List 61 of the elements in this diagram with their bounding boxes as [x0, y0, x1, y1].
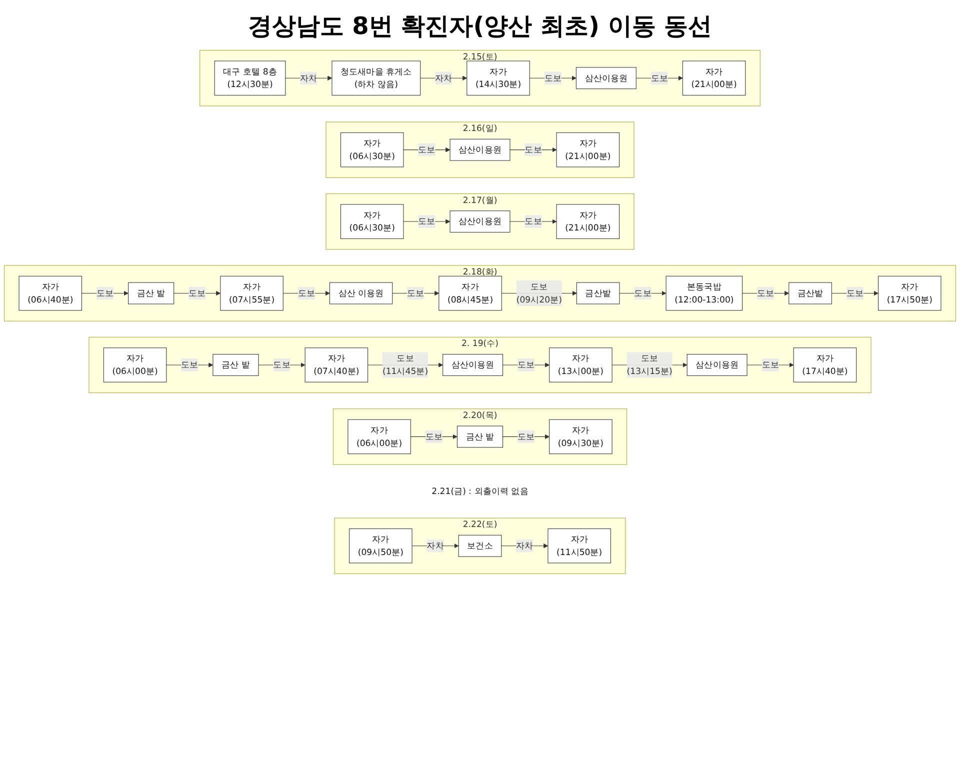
edge-label: 도보 [544, 72, 562, 83]
node-box: 자가 (06시40분) [18, 276, 82, 311]
diagram-title: 경상남도 8번 확진자(양산 최초) 이동 동선 [246, 11, 714, 42]
edge-label: 도보 [524, 144, 542, 155]
node-box: 삼산이용원 [576, 67, 636, 90]
node-box: 자가 (13시00분) [549, 348, 612, 382]
node-box: 금산밭 [576, 282, 620, 304]
edge-label: 도보 [273, 360, 290, 370]
node-box: 자가 (11시50분) [548, 528, 611, 564]
node-box: 자가 (21시00분) [682, 60, 746, 96]
edge-label: 도보 (09시20분) [516, 281, 562, 304]
edge-label: 도보 [846, 288, 864, 298]
edge-label: 도보 [181, 360, 198, 370]
node-box: 자가 (14시30분) [466, 60, 530, 96]
edge-label: 도보 [517, 431, 535, 442]
node-box: 삼산이용원 [442, 354, 504, 376]
node-box: 삼산이용원 [450, 138, 510, 161]
node-box: 금산밭 [788, 282, 832, 304]
node-box: 금산 밭 [128, 282, 174, 304]
node-box: 자가 (06시00분) [348, 419, 411, 454]
edge-label: 도보 (11시45분) [382, 353, 428, 376]
edge-label: 도보 [418, 144, 436, 155]
edge-label: 도보 [762, 360, 779, 370]
edge-label: 도보 (13시15분) [626, 353, 672, 376]
edge-label: 자차 [435, 72, 452, 83]
node-box: 자가 (21시00분) [556, 204, 620, 239]
edge-label: 도보 [418, 216, 436, 226]
node-box: 자가 (06시30분) [340, 204, 404, 239]
edge-label: 자차 [300, 72, 318, 83]
node-box: 삼산이용원 [450, 210, 510, 233]
edge-label: 도보 [650, 72, 668, 83]
node-box: 자가 (17시50분) [878, 276, 942, 311]
node-box: 청도새마을 휴게소 (하차 않음) [332, 60, 421, 96]
node-box: 본동국밥 (12:00-13:00) [666, 276, 743, 311]
edge-label: 도보 [298, 288, 315, 298]
node-box: 자가 (17시40분) [793, 348, 857, 382]
edge-label: 도보 [634, 288, 652, 298]
edge-label: 도보 [757, 288, 774, 298]
node-box: 삼산이용원 [686, 354, 748, 376]
node-box: 금산 밭 [456, 426, 504, 448]
node-box: 자가 (09시30분) [549, 419, 612, 454]
node-box: 자가 (21시00분) [556, 132, 620, 168]
node-text: 2.21(금) : 외출이력 없음 [432, 486, 528, 496]
node-box: 자가 (07시40분) [304, 348, 368, 382]
node-box: 대구 호텔 8층 (12시30분) [214, 60, 286, 96]
node-box: 자가 (06시30분) [340, 132, 404, 168]
edge-label: 도보 [96, 288, 114, 298]
node-box: 자가 (07시55분) [220, 276, 284, 311]
edge-label: 자차 [516, 540, 534, 551]
edge-label: 도보 [425, 431, 443, 442]
node-box: 금산 밭 [212, 354, 259, 376]
node-box: 자가 (09시50분) [349, 528, 412, 564]
edge-label: 도보 [524, 216, 542, 226]
node-box: 삼산 이용원 [329, 282, 393, 304]
edge-label: 자차 [426, 540, 444, 551]
node-box: 자가 (06시00분) [103, 348, 167, 382]
node-box: 자가 (08시45분) [438, 276, 502, 311]
edge-label: 도보 [517, 360, 535, 370]
node-box: 보건소 [458, 534, 502, 557]
edge-label: 도보 [188, 288, 206, 298]
edge-label: 도보 [407, 288, 424, 298]
